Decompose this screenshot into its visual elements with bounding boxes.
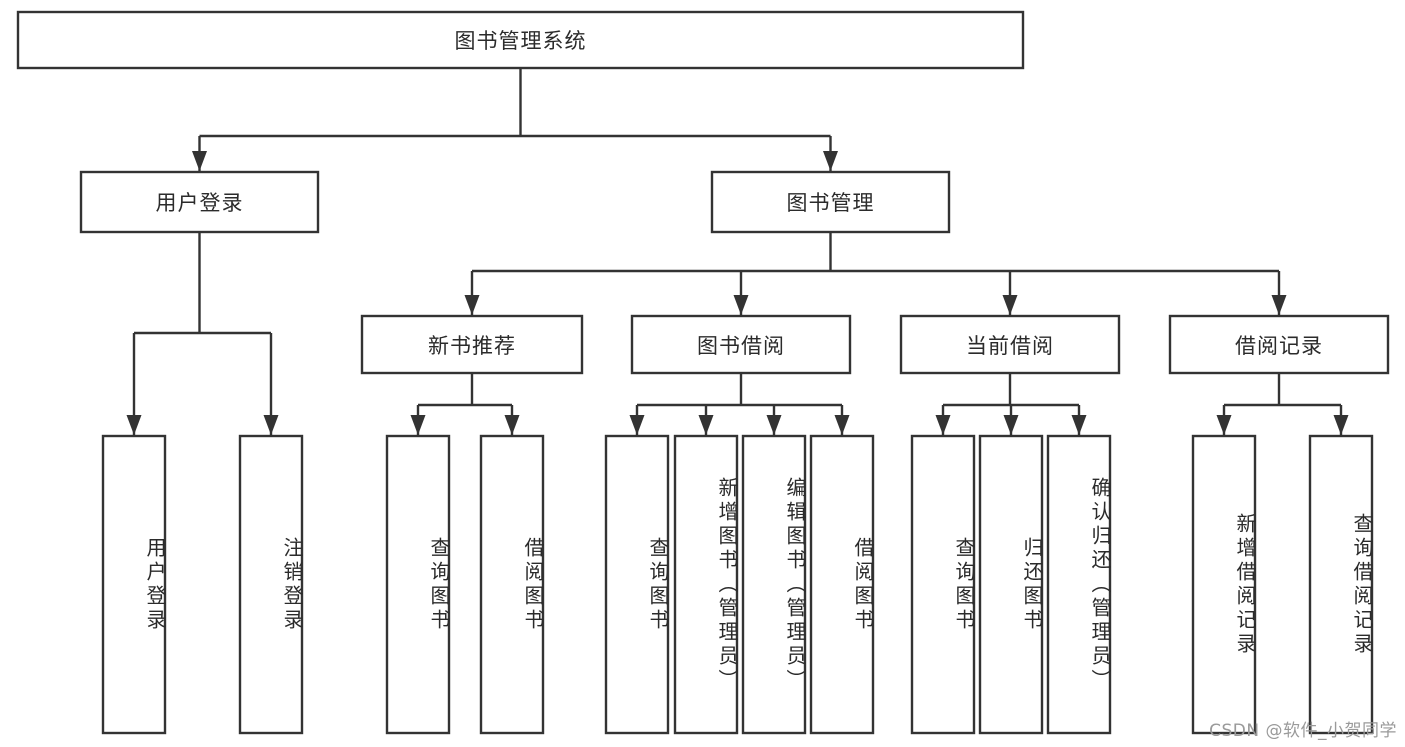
node-box-book-borrow[interactable] (630, 314, 852, 375)
arrow-head-leaf-query-book-1 (410, 415, 426, 435)
node-box-leaf-add-book-admin[interactable] (673, 434, 739, 735)
node-box-leaf-confirm-return[interactable] (1046, 434, 1112, 735)
arrow-head-borrow-record (1271, 295, 1287, 315)
arrow-head-leaf-borrow-book-2 (834, 415, 850, 435)
node-box-leaf-borrow-book-1[interactable] (479, 434, 545, 735)
node-box-leaf-user-login[interactable] (101, 434, 167, 735)
node-box-leaf-query-book-2[interactable] (604, 434, 670, 735)
node-box-book-manage[interactable] (710, 170, 951, 234)
node-box-leaf-edit-book-admin[interactable] (741, 434, 807, 735)
arrow-head-current-borrow (1002, 295, 1018, 315)
node-box-root[interactable] (16, 10, 1025, 70)
node-box-user-login[interactable] (79, 170, 320, 234)
arrow-head-book-manage (823, 151, 838, 171)
arrow-head-leaf-add-record (1216, 415, 1232, 435)
arrow-head-leaf-query-book-2 (629, 415, 645, 435)
arrow-head-leaf-edit-book-admin (766, 415, 782, 435)
arrow-head-leaf-user-login (126, 415, 142, 435)
connector-layer (126, 68, 1349, 435)
arrow-head-book-borrow (733, 295, 749, 315)
node-box-current-borrow[interactable] (899, 314, 1121, 375)
node-box-leaf-add-record[interactable] (1191, 434, 1257, 735)
arrow-head-leaf-return-book (1003, 415, 1019, 435)
arrow-head-leaf-logout-login (263, 415, 279, 435)
arrow-head-leaf-borrow-book-1 (504, 415, 520, 435)
arrow-head-new-book-recommend (464, 295, 480, 315)
node-box-leaf-borrow-book-2[interactable] (809, 434, 875, 735)
node-box-new-book-recommend[interactable] (360, 314, 584, 375)
node-box-leaf-query-record[interactable] (1308, 434, 1374, 735)
node-box-leaf-return-book[interactable] (978, 434, 1044, 735)
arrow-head-leaf-query-record (1333, 415, 1349, 435)
node-box-borrow-record[interactable] (1168, 314, 1390, 375)
node-box-leaf-query-book-1[interactable] (385, 434, 451, 735)
node-box-leaf-query-book-3[interactable] (910, 434, 976, 735)
arrow-head-leaf-add-book-admin (698, 415, 714, 435)
arrow-head-leaf-confirm-return (1071, 415, 1087, 435)
arrow-head-leaf-query-book-3 (935, 415, 951, 435)
node-box-leaf-logout-login[interactable] (238, 434, 304, 735)
box-layer (16, 10, 1390, 735)
arrow-head-user-login (192, 151, 207, 171)
